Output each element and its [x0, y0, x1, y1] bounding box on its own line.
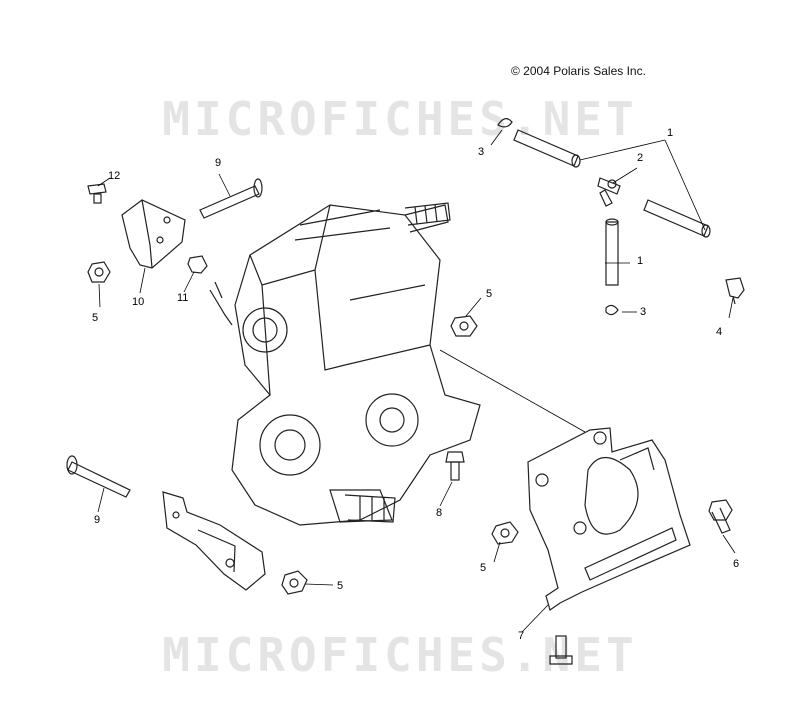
fitting-4: [725, 277, 745, 305]
hex-nut-bottom-center: [491, 521, 519, 545]
tube-1-vertical: [605, 218, 619, 286]
tube-1-left: [513, 129, 581, 168]
tee-fitting: [597, 177, 621, 207]
callout-2: 2: [637, 152, 644, 164]
callout-7: 7: [518, 630, 525, 642]
callout-9-bottom: 9: [94, 514, 101, 526]
callout-6: 6: [733, 558, 740, 570]
leader-lines: [97, 129, 736, 633]
watermark-bottom: MICROFICHES.NET: [162, 628, 638, 682]
shaft-spline-top: [404, 202, 451, 226]
hex-nut-center: [450, 315, 478, 337]
bracket-10: [121, 199, 186, 269]
transmission-housing: [209, 204, 481, 526]
hose-clamp-top: [497, 118, 513, 128]
tube-1-right: [643, 199, 711, 238]
hose-clamp-bottom: [605, 304, 619, 316]
callout-11: 11: [177, 292, 189, 304]
callout-3-lower: 3: [640, 306, 647, 318]
callout-12: 12: [108, 170, 121, 182]
flange-nut-11: [187, 255, 208, 274]
long-bolt-bottom: [66, 455, 131, 498]
watermark-top: MICROFICHES.NET: [162, 92, 638, 146]
callout-9-top: 9: [215, 157, 222, 169]
callout-5-top-left: 5: [92, 312, 99, 324]
copyright-notice: © 2004 Polaris Sales Inc.: [511, 64, 646, 78]
bolt-12: [87, 183, 107, 204]
callout-10: 10: [132, 296, 145, 308]
callout-4: 4: [716, 326, 723, 338]
hex-nut-top-left: [87, 261, 111, 283]
hex-nut-bottom-left: [281, 570, 308, 595]
flange-bolt-8: [445, 451, 465, 481]
callout-1-upper: 1: [667, 127, 674, 139]
callout-1-lower: 1: [637, 255, 644, 267]
callout-5-center: 5: [486, 288, 493, 300]
mounting-plate-7: [527, 427, 691, 611]
shaft-spline-bottom: [344, 494, 396, 523]
callout-5-bottom-left: 5: [337, 580, 344, 592]
long-bolt-top: [199, 178, 263, 219]
flange-bolt-lower: [549, 635, 573, 665]
bolt-6: [708, 499, 733, 534]
callout-3-upper: 3: [478, 146, 485, 158]
lower-bracket: [162, 491, 266, 591]
callout-5-bottom-center: 5: [480, 562, 487, 574]
callout-8: 8: [436, 507, 443, 519]
